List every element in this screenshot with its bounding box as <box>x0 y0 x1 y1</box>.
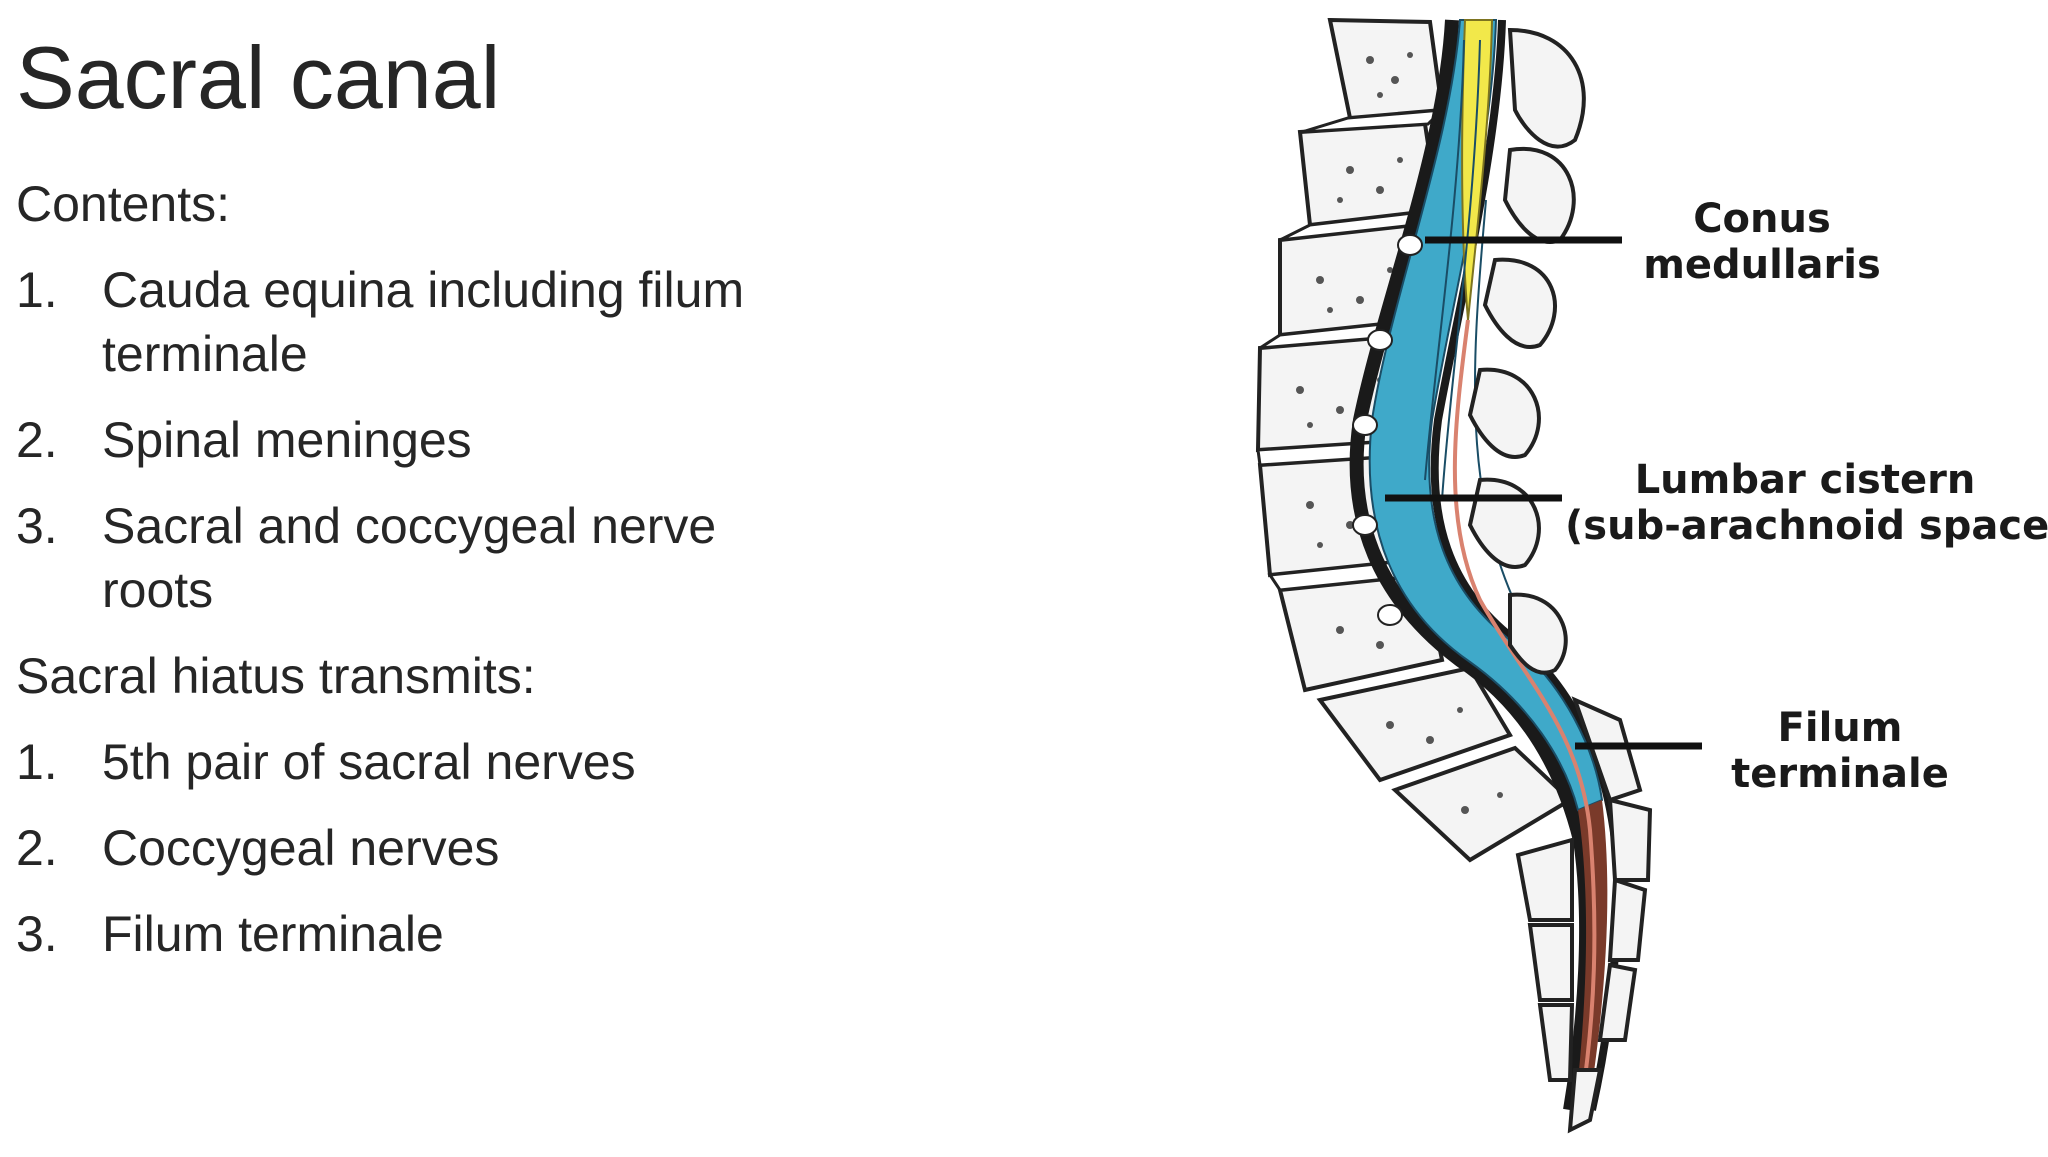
dura-outline <box>1349 19 1594 1112</box>
list-item: 1. Cauda equina including filum terminal… <box>16 258 836 386</box>
list-number: 2. <box>16 412 58 468</box>
hiatus-list: 1. 5th pair of sacral nerves 2. Coccygea… <box>16 730 836 966</box>
sacral-canal-lumen <box>1576 800 1608 1100</box>
spine-illustration: Conus medullaris Lumbar cistern (sub-ara… <box>1180 0 2048 1152</box>
list-text: 5th pair of sacral nerves <box>102 734 636 790</box>
foramina <box>1352 234 1423 626</box>
text-content: Contents: 1. Cauda equina including filu… <box>16 172 836 988</box>
conus-label-line2: medullaris <box>1643 242 1881 288</box>
list-item: 3. Filum terminale <box>16 902 836 966</box>
list-text: Spinal meninges <box>102 412 472 468</box>
spinal-cord <box>1461 19 1494 321</box>
list-number: 3. <box>16 906 58 962</box>
filum-label-line2: terminale <box>1731 751 1949 797</box>
conus-medullaris-label: Conus medullaris <box>1632 196 1892 288</box>
spine-diagram <box>1255 17 1702 1134</box>
lumbar-label-line1: Lumbar cistern <box>1634 457 1976 503</box>
conus-label-line1: Conus <box>1693 196 1831 242</box>
sacrum-coccyx <box>1515 696 1653 1134</box>
slide-title: Sacral canal <box>16 28 501 127</box>
list-number: 3. <box>16 498 58 554</box>
list-text: Filum terminale <box>102 906 444 962</box>
list-item: 2. Spinal meninges <box>16 408 836 472</box>
list-number: 1. <box>16 734 58 790</box>
list-item: 1. 5th pair of sacral nerves <box>16 730 836 794</box>
list-text: Sacral and coccygeal nerve roots <box>102 498 717 618</box>
spinous-processes <box>1467 27 1586 675</box>
list-item: 3. Sacral and coccygeal nerve roots <box>16 494 836 622</box>
lumbar-label-line2: (sub-arachnoid space) <box>1565 503 2048 549</box>
list-text: Coccygeal nerves <box>102 820 500 876</box>
list-number: 2. <box>16 820 58 876</box>
filum-terminale <box>1452 319 1597 1101</box>
bone-texture <box>1296 52 1503 814</box>
contents-list: 1. Cauda equina including filum terminal… <box>16 258 836 622</box>
list-item: 2. Coccygeal nerves <box>16 816 836 880</box>
contents-heading: Contents: <box>16 176 231 232</box>
filum-label-line1: Filum <box>1777 705 1903 751</box>
hiatus-heading: Sacral hiatus transmits: <box>16 648 536 704</box>
lumbar-cistern-label: Lumbar cistern (sub-arachnoid space) <box>1565 457 2048 549</box>
list-number: 1. <box>16 262 58 318</box>
list-text: Cauda equina including filum terminale <box>102 262 745 382</box>
filum-terminale-label: Filum terminale <box>1710 705 1970 797</box>
